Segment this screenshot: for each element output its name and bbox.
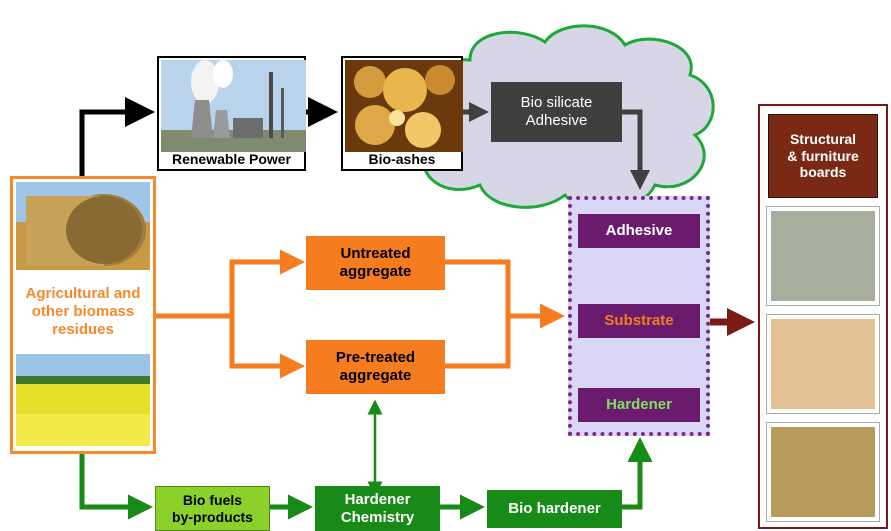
structural-boards-column: Structural & furniture boards: [758, 104, 888, 529]
tan-board-photo: [766, 422, 880, 522]
bio-ash-icon: [345, 60, 463, 152]
renewable-power-node: Renewable Power: [157, 56, 306, 171]
agricultural-residues-node: Agricultural and other biomass residues: [10, 176, 156, 454]
grey-board-photo: [766, 206, 880, 306]
bio-ashes-node: Bio-ashes: [341, 56, 463, 171]
bio-fuels-node: Bio fuels by-products: [155, 486, 270, 531]
arrow-pretreated-to-merge: [445, 316, 511, 369]
bio-silicate-adhesive-node: Bio silicate Adhesive: [491, 82, 622, 142]
arrow-residues-to-biofuels: [79, 452, 153, 520]
pretreated-aggregate-node: Pre-treated aggregate: [306, 340, 445, 394]
board-components-panel: Adhesive Substrate Hardener: [568, 196, 710, 436]
rapeseed-field-icon: [16, 354, 150, 446]
untreated-aggregate-node: Untreated aggregate: [306, 236, 445, 290]
light-board-photo: [766, 314, 880, 414]
hay-bale-icon: [16, 182, 150, 270]
power-plant-icon: [161, 60, 306, 152]
bio-hardener-node: Bio hardener: [487, 490, 622, 528]
structural-boards-label: Structural & furniture boards: [768, 114, 878, 198]
adhesive-node: Adhesive: [578, 214, 700, 248]
arrow-split-to-untreated: [229, 249, 305, 316]
renewable-power-label: Renewable Power: [171, 151, 292, 167]
arrow-split-to-pretreated: [229, 316, 305, 379]
arrow-biohardener-to-hardener: [622, 437, 653, 510]
bio-ashes-label: Bio-ashes: [368, 151, 436, 167]
hardener-chemistry-node: Hardener Chemistry: [315, 486, 440, 531]
substrate-node: Substrate: [578, 304, 700, 338]
hardener-node: Hardener: [578, 388, 700, 422]
arrow-residues-to-power: [79, 97, 155, 178]
arrow-silicate-to-adhesive: [622, 109, 650, 190]
agricultural-residues-label: Agricultural and other biomass residues: [25, 285, 141, 338]
arrow-untreated-to-merge: [445, 259, 511, 316]
